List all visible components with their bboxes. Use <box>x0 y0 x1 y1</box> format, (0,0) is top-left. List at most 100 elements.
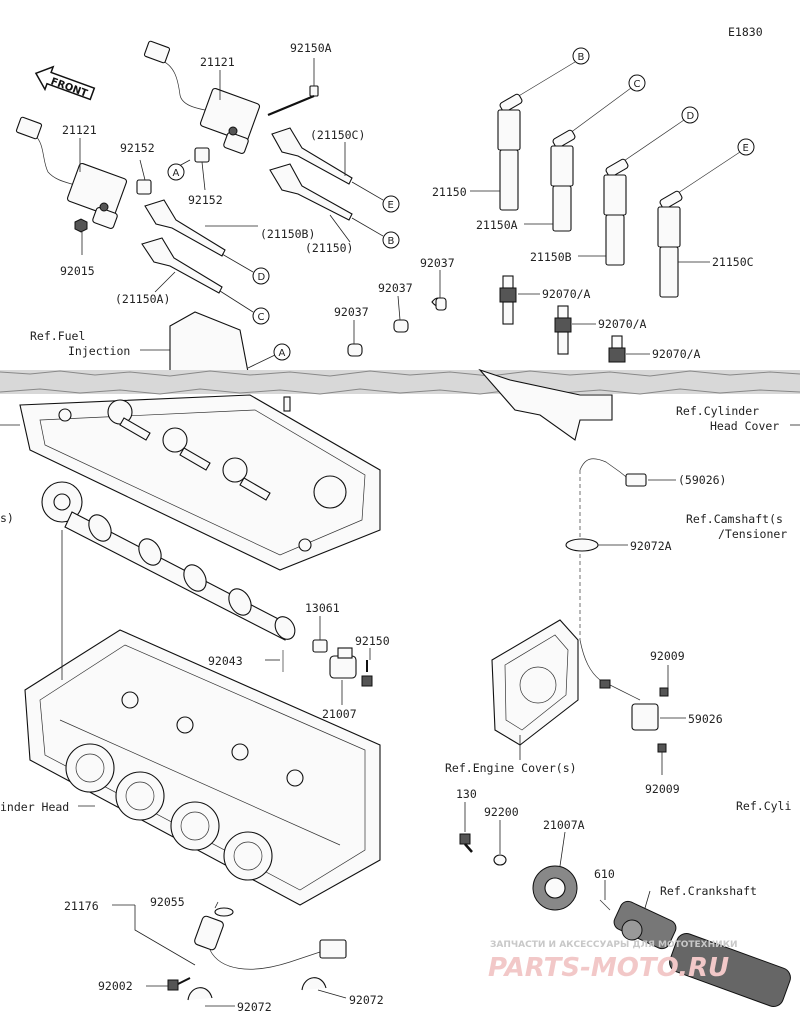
plug-cap-21150b: D <box>603 106 699 266</box>
label-92009-upper: 92009 <box>650 649 685 663</box>
coil-wire-upper <box>159 59 206 111</box>
label-92070a-1: 92070/A <box>542 287 591 301</box>
label-92200: 92200 <box>484 805 519 819</box>
label-92072a: 92072A <box>630 539 672 553</box>
callout-d-left: D <box>252 267 270 285</box>
plug-cap-tube-21150a <box>141 237 223 294</box>
plug-cap-21150: B <box>497 47 590 211</box>
plug-cap-21150a: C <box>550 74 646 232</box>
label-92055: 92055 <box>150 895 185 909</box>
label-21150-right: 21150 <box>432 185 467 199</box>
plug-cap-tube-21150c <box>271 127 353 185</box>
label-21121-lower: 21121 <box>62 123 97 137</box>
label-610: 610 <box>594 867 615 881</box>
clip-92037-c <box>347 343 363 357</box>
label-92152-right: 92152 <box>188 193 223 207</box>
ref-engine-cover: Ref.Engine Cover(s) <box>445 761 577 775</box>
bolt-92002 <box>167 977 191 991</box>
clamp-92072-right <box>301 977 327 991</box>
cylinder-head <box>24 629 381 906</box>
label-92037-b: 92037 <box>378 281 413 295</box>
clip-92037-b <box>393 319 409 333</box>
callout-a-lower: A <box>273 343 291 361</box>
label-92072-left: 92072 <box>237 1000 272 1014</box>
svg-text:B: B <box>578 52 585 63</box>
ref-left-s: s) <box>0 511 14 525</box>
callout-a-upper: A <box>167 163 185 181</box>
label-59026: 59026 <box>688 712 723 726</box>
svg-text:D: D <box>258 272 266 283</box>
label-92072-right: 92072 <box>349 993 384 1007</box>
svg-text:C: C <box>634 79 641 90</box>
bolt-92009-upper <box>659 687 669 697</box>
ref-head-cover-line1: Ref.Cylinder <box>676 404 759 418</box>
label-21150c-paren: (21150C) <box>310 128 365 142</box>
pin-610 <box>599 899 611 911</box>
clip-92037-a <box>431 297 447 311</box>
label-21176: 21176 <box>64 899 99 913</box>
washer-92200 <box>493 854 507 866</box>
sensor-59026 <box>579 639 659 731</box>
label-92150: 92150 <box>355 634 390 648</box>
label-92070a-3: 92070/A <box>652 347 701 361</box>
label-92009-lower: 92009 <box>645 782 680 796</box>
clamp-92072a <box>565 538 599 552</box>
spark-plug-3 <box>608 335 626 363</box>
label-92015: 92015 <box>60 264 95 278</box>
label-92070a-2: 92070/A <box>598 317 647 331</box>
label-21007a: 21007A <box>543 818 585 832</box>
label-21150b-paren: (21150B) <box>260 227 315 241</box>
label-92043: 92043 <box>208 654 243 668</box>
ref-camshaft-line1: Ref.Camshaft(s <box>686 512 783 526</box>
diagram-code: E1830 <box>728 25 763 39</box>
svg-text:E: E <box>388 200 394 211</box>
label-21150-paren: (21150) <box>305 241 353 255</box>
ref-fuel-line1: Ref.Fuel <box>30 329 85 343</box>
ignition-coil-upper <box>199 87 261 154</box>
label-92152-left: 92152 <box>120 141 155 155</box>
ignition-coil-lower <box>66 162 128 229</box>
callout-b-left: B <box>382 231 400 249</box>
label-92037-a: 92037 <box>420 256 455 270</box>
collar-92152-lower <box>136 179 152 195</box>
label-92037-c: 92037 <box>334 305 369 319</box>
label-21121-upper: 21121 <box>200 55 235 69</box>
svg-text:E: E <box>743 143 749 154</box>
label-21150a-paren: (21150A) <box>115 292 170 306</box>
clamp-92072-left <box>187 987 213 1001</box>
bolt-92009-lower <box>657 743 667 753</box>
ref-head-cover-line2: Head Cover <box>710 419 779 433</box>
plug-cap-21150c: E <box>657 138 755 298</box>
coil-connector-upper <box>143 40 171 64</box>
svg-text:D: D <box>687 111 695 122</box>
fuel-injection-bracket <box>169 311 249 373</box>
callout-e-left: E <box>382 195 400 213</box>
ref-crankshaft: Ref.Crankshaft <box>660 884 757 898</box>
bolt-92150a <box>267 85 319 117</box>
plug-cap-tube-21150 <box>269 163 353 221</box>
coil-connector-lower <box>15 116 43 140</box>
ref-camshaft-line2: /Tensioner <box>718 527 787 541</box>
pin-13061 <box>312 639 328 653</box>
label-92150a: 92150A <box>290 41 332 55</box>
front-arrow-icon: FRONT <box>34 65 96 101</box>
ref-cylinder-head: inder Head <box>0 800 69 814</box>
bolt-130 <box>459 833 473 853</box>
timing-rotor-21007a <box>532 865 578 911</box>
crankshaft <box>613 900 791 1007</box>
label-59026-paren: (59026) <box>678 473 726 487</box>
sensor-21007 <box>329 647 357 679</box>
svg-text:C: C <box>258 312 265 323</box>
ref-fuel-line2: Injection <box>68 344 130 358</box>
grommet <box>283 396 291 412</box>
sensor-wire-59026 <box>579 458 647 640</box>
plug-cap-tube-21150b <box>144 199 226 257</box>
engine-cover <box>491 619 579 746</box>
torn-seam <box>0 370 800 395</box>
label-13061: 13061 <box>305 601 340 615</box>
label-130: 130 <box>456 787 477 801</box>
bolt-92150 <box>361 660 373 687</box>
nut-92015 <box>74 218 88 233</box>
label-21150b-right: 21150B <box>530 250 572 264</box>
